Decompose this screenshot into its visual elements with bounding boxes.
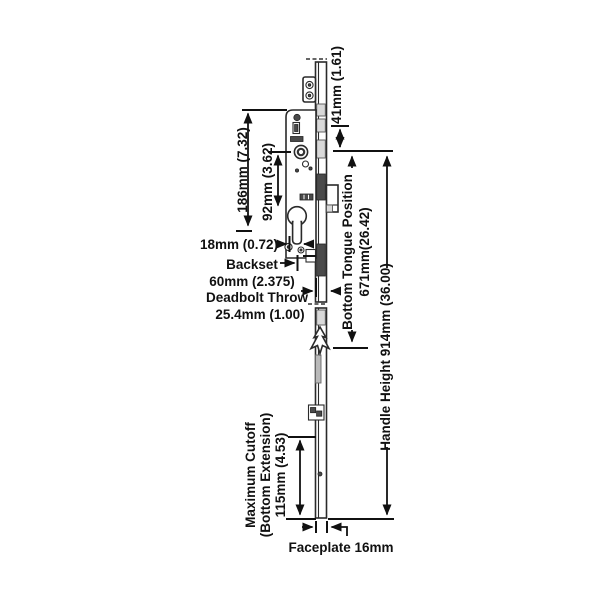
cutoff-label-line1: Maximum Cutoff xyxy=(243,422,258,528)
dim-pz-spacing: 92mm (3.62) xyxy=(260,143,291,221)
dim-faceplate-width: Faceplate 16mm xyxy=(286,518,394,555)
dim-case-height: 186mm (7.32) xyxy=(235,109,287,232)
bottom-tongue xyxy=(309,325,331,357)
tongue-label-line1: Bottom Tongue Position xyxy=(340,174,355,330)
small-hole xyxy=(294,168,299,173)
bar-segment xyxy=(316,139,326,159)
deadbolt-label-line1: Deadbolt Throw xyxy=(206,290,308,305)
dim-maximum-cutoff: Maximum Cutoff (Bottom Extension) 115mm … xyxy=(243,413,316,538)
rivet xyxy=(317,471,323,477)
dim-case-height-label: 186mm (7.32) xyxy=(235,127,250,213)
cutoff-label-line2: (Bottom Extension) xyxy=(258,413,273,538)
deadbolt-label-line2: 25.4mm (1.00) xyxy=(215,307,304,322)
dim-backset: Backset 60mm (2.375) xyxy=(209,255,299,289)
dim-handle-height: Handle Height 914mm (36.00) xyxy=(378,155,393,516)
bar-segment xyxy=(316,118,326,133)
deadbolt-drive-block xyxy=(316,243,326,277)
faceplate-label: Faceplate 16mm xyxy=(288,540,393,555)
backset-label-line1: Backset xyxy=(226,257,278,272)
faceplate-bar-lower xyxy=(307,307,328,519)
lock-hardware-drawing xyxy=(284,58,339,519)
cutoff-label-line3: 115mm (4.53) xyxy=(273,433,288,518)
dim-cylinder-offset: 18mm (0.72) xyxy=(200,236,314,252)
case-screw-hole xyxy=(293,113,301,122)
dim-pz-spacing-label: 92mm (3.62) xyxy=(260,143,275,221)
tongue-label-line2: 671mm(26.42) xyxy=(357,207,372,296)
dim-deadbolt-throw: Deadbolt Throw 25.4mm (1.00) xyxy=(206,278,341,322)
backset-label-line2: 60mm (2.375) xyxy=(209,274,295,289)
dim-top-offset: 41mm (1.61) xyxy=(329,46,349,148)
small-hole xyxy=(301,160,310,168)
dim-bottom-tongue-position: Bottom Tongue Position 671mm(26.42) xyxy=(333,155,372,349)
top-roller xyxy=(302,76,317,103)
dimension-annotations: 186mm (7.32) 92mm (3.62) 41mm (1.61) 18m… xyxy=(200,46,394,555)
case-hatch-slot xyxy=(299,193,314,201)
dim-cylinder-offset-label: 18mm (0.72) xyxy=(200,237,278,252)
latch-drive-block xyxy=(316,173,326,201)
bar-segment xyxy=(316,103,326,117)
lock-case xyxy=(284,109,317,259)
drive-rail xyxy=(315,354,322,384)
latch-tongue xyxy=(325,184,339,213)
case-hatch-slot xyxy=(290,136,304,142)
deadbolt-bracket xyxy=(303,248,317,263)
handle-spindle-hub xyxy=(293,144,309,160)
small-hole xyxy=(308,166,313,171)
handle-height-label: Handle Height 914mm (36.00) xyxy=(378,263,393,451)
euro-cylinder-hole xyxy=(286,205,308,245)
dim-top-offset-label: 41mm (1.61) xyxy=(329,46,344,124)
